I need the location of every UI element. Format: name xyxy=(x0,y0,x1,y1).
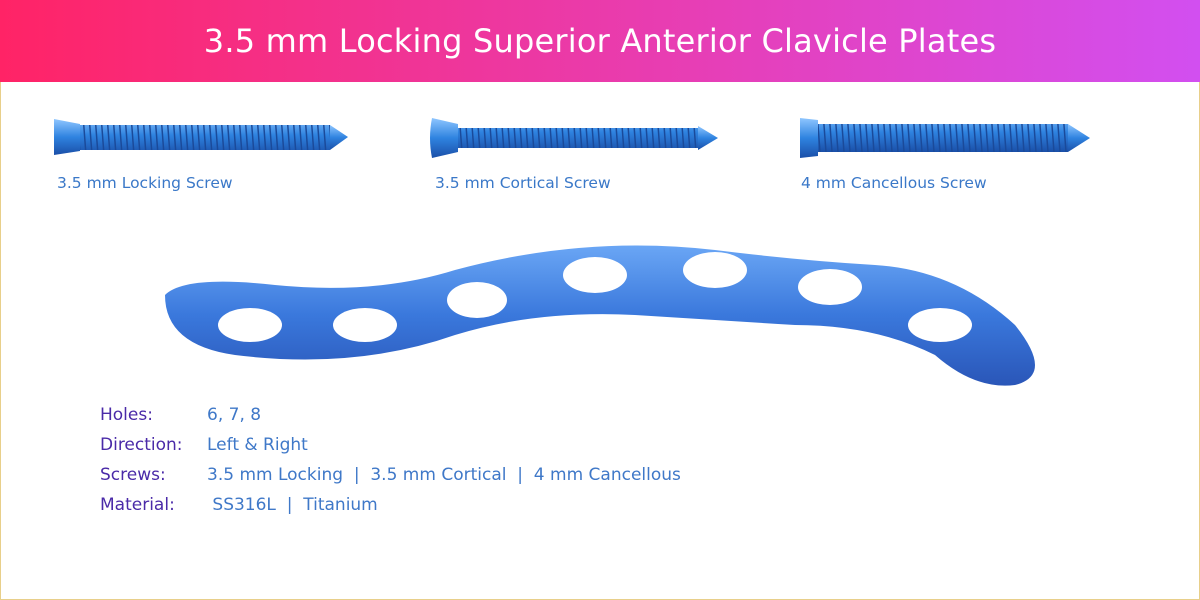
spec-holes: Holes: 6, 7, 8 xyxy=(100,400,681,430)
cortical-screw-image xyxy=(430,118,718,158)
spec-label: Direction: xyxy=(100,435,183,455)
spec-material: Material: SS316L | Titanium xyxy=(100,490,681,520)
locking-screw-image xyxy=(54,119,348,155)
spec-value: 3.5 mm Locking | 3.5 mm Cortical | 4 mm … xyxy=(207,465,681,485)
spec-value: 6, 7, 8 xyxy=(207,405,262,425)
page-title: 3.5 mm Locking Superior Anterior Clavicl… xyxy=(203,22,997,60)
spec-label: Holes: xyxy=(100,405,153,425)
cancellous-screw-label: 4 mm Cancellous Screw xyxy=(801,174,987,192)
spec-label: Screws: xyxy=(100,465,166,485)
spec-value: SS316L | Titanium xyxy=(207,495,378,515)
spec-label: Material: xyxy=(100,495,175,515)
spec-value: Left & Right xyxy=(207,435,308,455)
spec-direction: Direction: Left & Right xyxy=(100,430,681,460)
cancellous-screw-image xyxy=(800,118,1090,158)
cortical-screw-label: 3.5 mm Cortical Screw xyxy=(435,174,611,192)
locking-screw-label: 3.5 mm Locking Screw xyxy=(57,174,233,192)
title-banner: 3.5 mm Locking Superior Anterior Clavicl… xyxy=(0,0,1200,82)
specifications: Holes: 6, 7, 8 Direction: Left & Right Scr… xyxy=(100,400,681,520)
spec-screws: Screws: 3.5 mm Locking | 3.5 mm Cortical … xyxy=(100,460,681,490)
clavicle-plate-image xyxy=(165,245,1035,386)
